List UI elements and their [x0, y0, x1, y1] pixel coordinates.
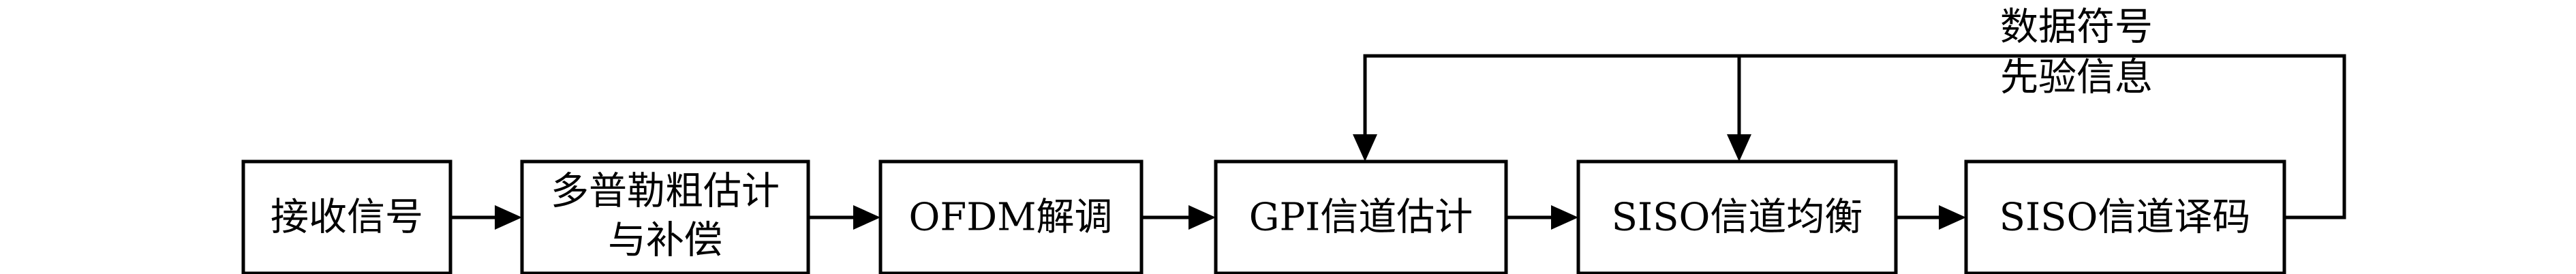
- block-equalizer-label: SISO信道均衡: [1612, 196, 1863, 240]
- block-siso-decoding: SISO信道译码: [1964, 159, 2286, 274]
- block-ofdm-demodulation: OFDM解调: [878, 159, 1144, 274]
- feedback-arrowhead-equalizer: [1727, 134, 1751, 162]
- block-gpi-channel-estimation: GPI信道估计: [1214, 159, 1508, 274]
- arrow-gpi-to-equalizer: [1506, 205, 1578, 230]
- block-doppler-estimation: 多普勒粗估计 与补偿: [520, 159, 810, 274]
- arrow-ofdm-to-gpi: [1141, 205, 1216, 230]
- arrow-doppler-to-ofdm: [808, 205, 880, 230]
- block-receive-signal-label: 接收信号: [271, 196, 423, 240]
- block-ofdm-label: OFDM解调: [908, 196, 1112, 240]
- block-gpi-label: GPI信道估计: [1249, 196, 1473, 240]
- feedback-arrowhead-gpi: [1353, 134, 1377, 162]
- arrow-equalizer-to-decoder: [1896, 205, 1966, 230]
- block-doppler-label-line1: 多普勒粗估计: [551, 170, 780, 214]
- block-decoder-label: SISO信道译码: [1999, 196, 2251, 240]
- feedback-label-line2: 先验信息: [2000, 56, 2153, 100]
- feedback-label-line1: 数据符号: [2000, 5, 2153, 50]
- block-receive-signal: 接收信号: [241, 159, 453, 274]
- block-siso-equalization: SISO信道均衡: [1576, 159, 1898, 274]
- arrow-receive-to-doppler: [450, 205, 522, 230]
- feedback-loop: [1353, 54, 2346, 219]
- block-doppler-label-line2: 与补偿: [608, 219, 722, 263]
